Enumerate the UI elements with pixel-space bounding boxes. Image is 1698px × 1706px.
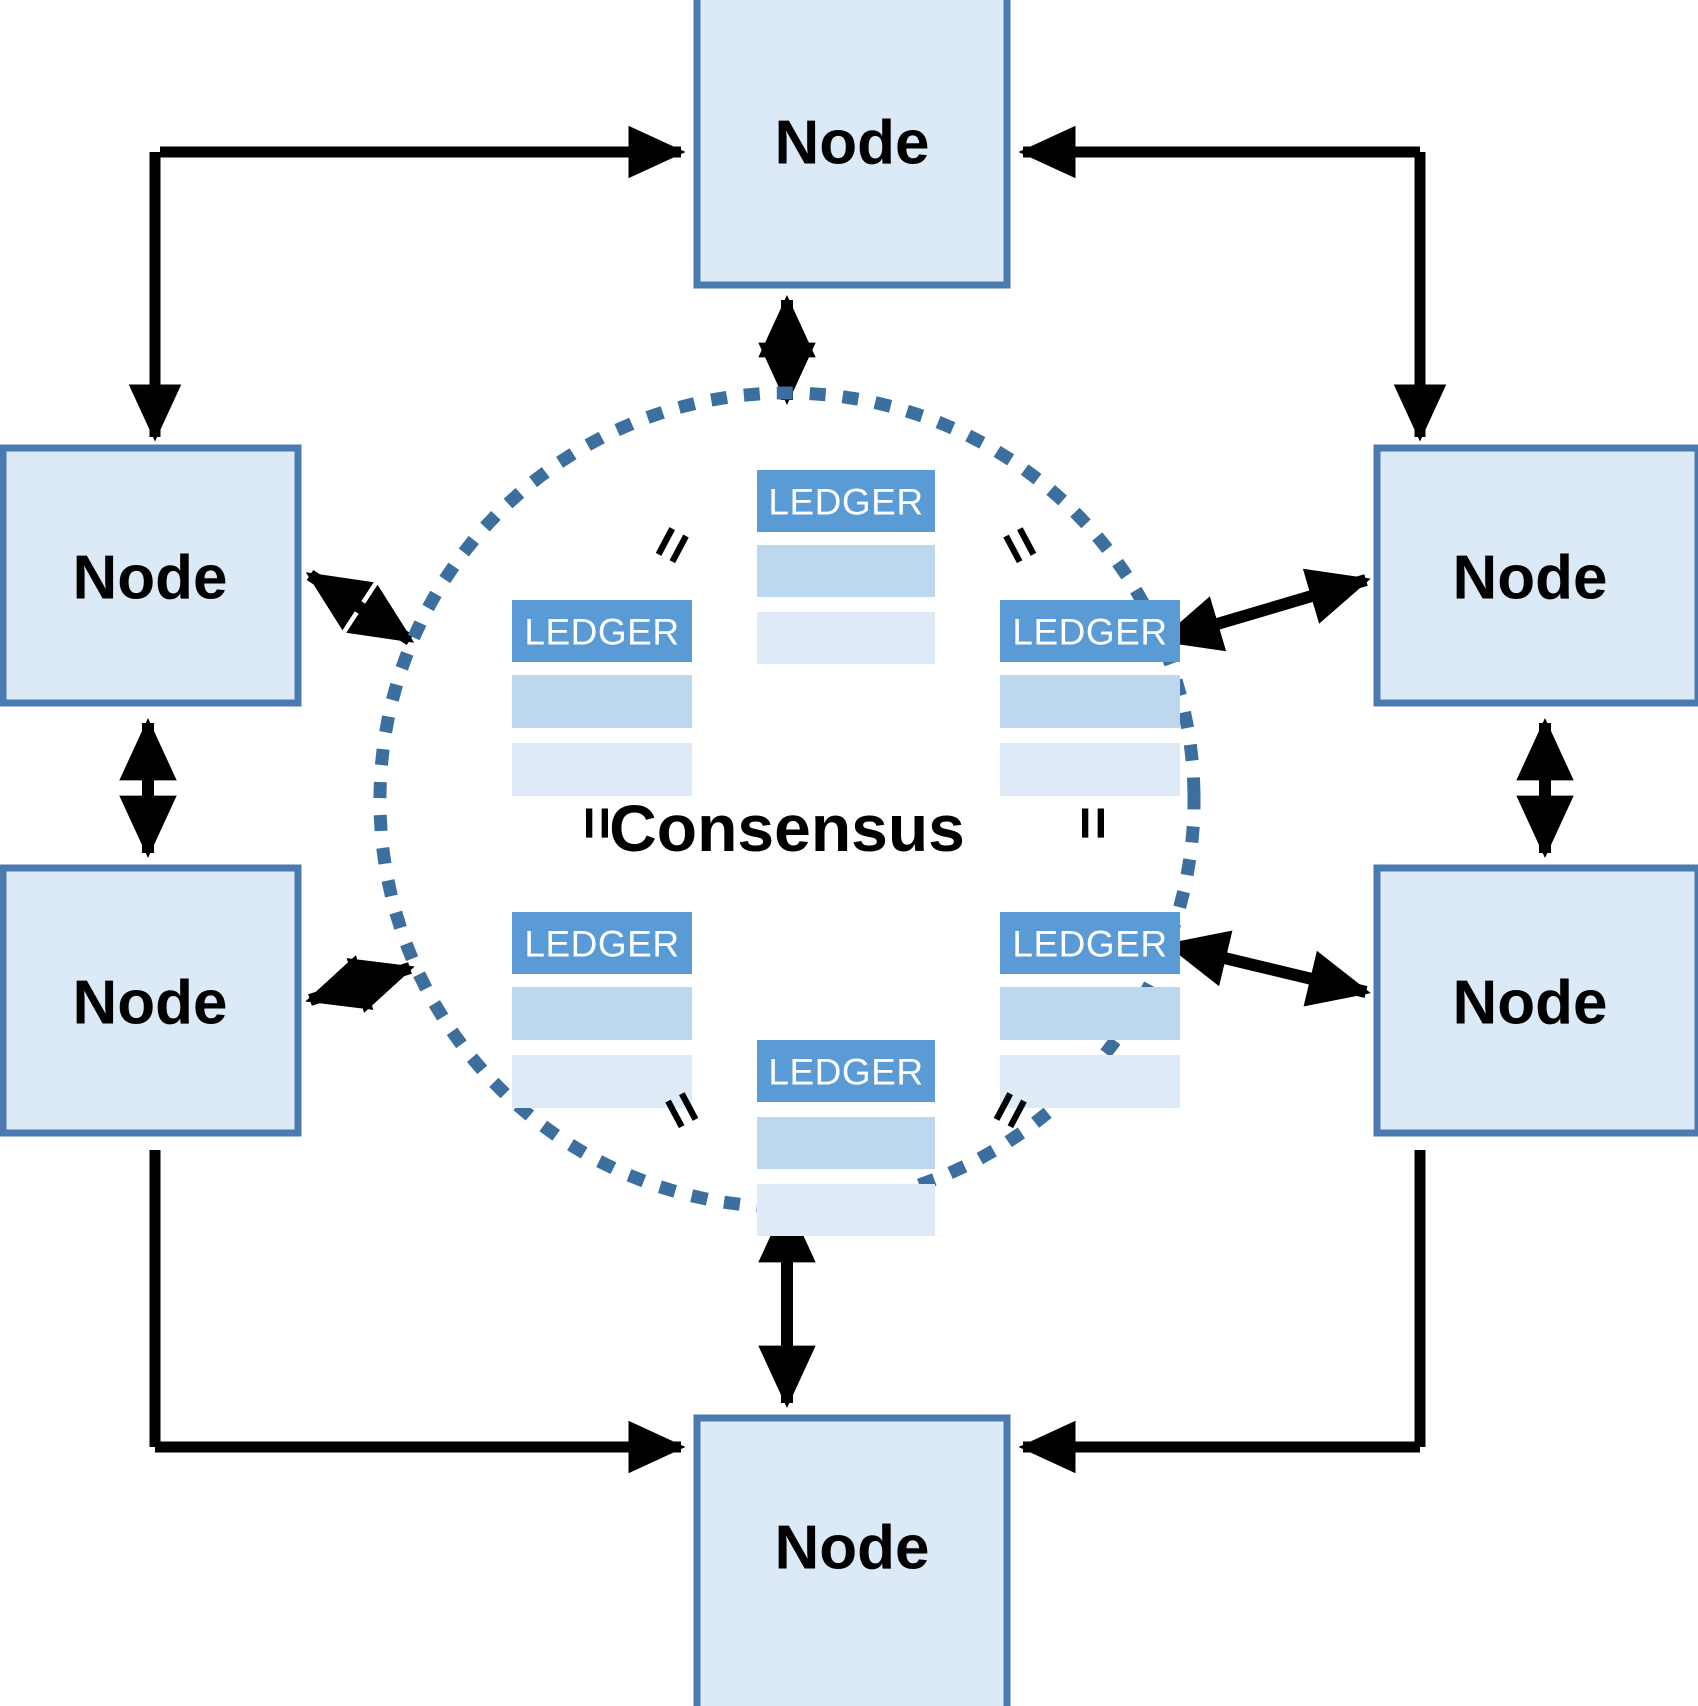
node-left-lower[interactable]: Node	[0, 864, 302, 1137]
node-right-lower-box[interactable]	[1373, 864, 1698, 1137]
node-top-box[interactable]	[693, 0, 1011, 289]
ledger-lower-right-band-2	[1000, 1055, 1180, 1108]
ledger-lower-left-label: LEDGER	[524, 924, 679, 965]
ledger-top-header	[757, 470, 935, 532]
equals-top-right-icon: =	[983, 515, 1056, 575]
node-right-upper-label: Node	[1453, 544, 1608, 613]
ledger-bottom-band-1	[757, 1117, 935, 1169]
ledger-top-label: LEDGER	[768, 482, 923, 523]
ledger-bottom[interactable]: LEDGER	[757, 1040, 935, 1236]
ledger-bottom-label: LEDGER	[768, 1052, 923, 1093]
ledger-lower-right-band-1	[1000, 987, 1180, 1040]
node-left-upper[interactable]: Node	[0, 444, 302, 707]
equals-top-left-icon: =	[635, 515, 708, 575]
outer-connection-layer	[128, 125, 1447, 1474]
equals-mid-left-icon: =	[565, 806, 630, 840]
ledger-lower-left-band-1	[512, 987, 692, 1040]
link-rightlower-to-consensus	[1165, 930, 1371, 1007]
node-right-lower-label: Node	[1453, 969, 1608, 1038]
consensus-label: Consensus	[609, 791, 965, 865]
ledger-upper-right-header	[1000, 600, 1180, 662]
ledger-lower-right-label: LEDGER	[1012, 924, 1167, 965]
node-top[interactable]: Node	[693, 0, 1011, 289]
ledger-lower-right-header	[1000, 912, 1180, 974]
link-leftupper-to-consensus	[305, 569, 415, 646]
equals-mid-right-icon: =	[1061, 806, 1126, 840]
ledger-lower-left[interactable]: LEDGER	[512, 912, 692, 1108]
link-leftlower-to-consensus	[305, 955, 415, 1013]
side-vertical-links	[119, 718, 1574, 858]
ledger-upper-left-label: LEDGER	[524, 612, 679, 653]
node-bottom-label: Node	[775, 1514, 930, 1583]
ledger-top[interactable]: LEDGER	[757, 470, 935, 664]
ledger-upper-right-band-1	[1000, 675, 1180, 728]
node-left-upper-box[interactable]	[0, 444, 302, 707]
ledger-top-band-1	[757, 545, 935, 597]
ledger-layer: LEDGER LEDGER LEDGER LEDGER	[512, 470, 1180, 1236]
ledger-upper-right-band-2	[1000, 743, 1180, 796]
ledger-upper-left-band-2	[512, 743, 692, 796]
consensus-circle	[373, 386, 1201, 1214]
consensus-link-layer	[305, 295, 1371, 1408]
node-right-lower[interactable]: Node	[1373, 864, 1698, 1137]
ledger-lower-left-header	[512, 912, 692, 974]
ledger-lower-right[interactable]: LEDGER	[1000, 912, 1180, 1108]
ledger-lower-left-band-2	[512, 1055, 692, 1108]
node-right-upper[interactable]: Node	[1373, 444, 1698, 707]
ledger-bottom-header	[757, 1040, 935, 1102]
node-right-upper-box[interactable]	[1373, 444, 1698, 707]
link-rightupper-to-consensus	[1158, 568, 1371, 652]
node-bottom[interactable]: Node	[693, 1414, 1011, 1706]
ledger-upper-left-band-1	[512, 675, 692, 728]
ledger-upper-left-header	[512, 600, 692, 662]
node-left-lower-box[interactable]	[0, 864, 302, 1137]
ledger-upper-right-label: LEDGER	[1012, 612, 1167, 653]
node-bottom-box[interactable]	[693, 1414, 1011, 1706]
node-left-upper-label: Node	[73, 544, 228, 613]
ledger-upper-right[interactable]: LEDGER	[1000, 600, 1180, 796]
ledger-bottom-band-2	[757, 1184, 935, 1236]
node-top-label: Node	[775, 109, 930, 178]
node-left-lower-label: Node	[73, 969, 228, 1038]
ledger-top-band-2	[757, 612, 935, 664]
ledger-upper-left[interactable]: LEDGER	[512, 600, 692, 796]
